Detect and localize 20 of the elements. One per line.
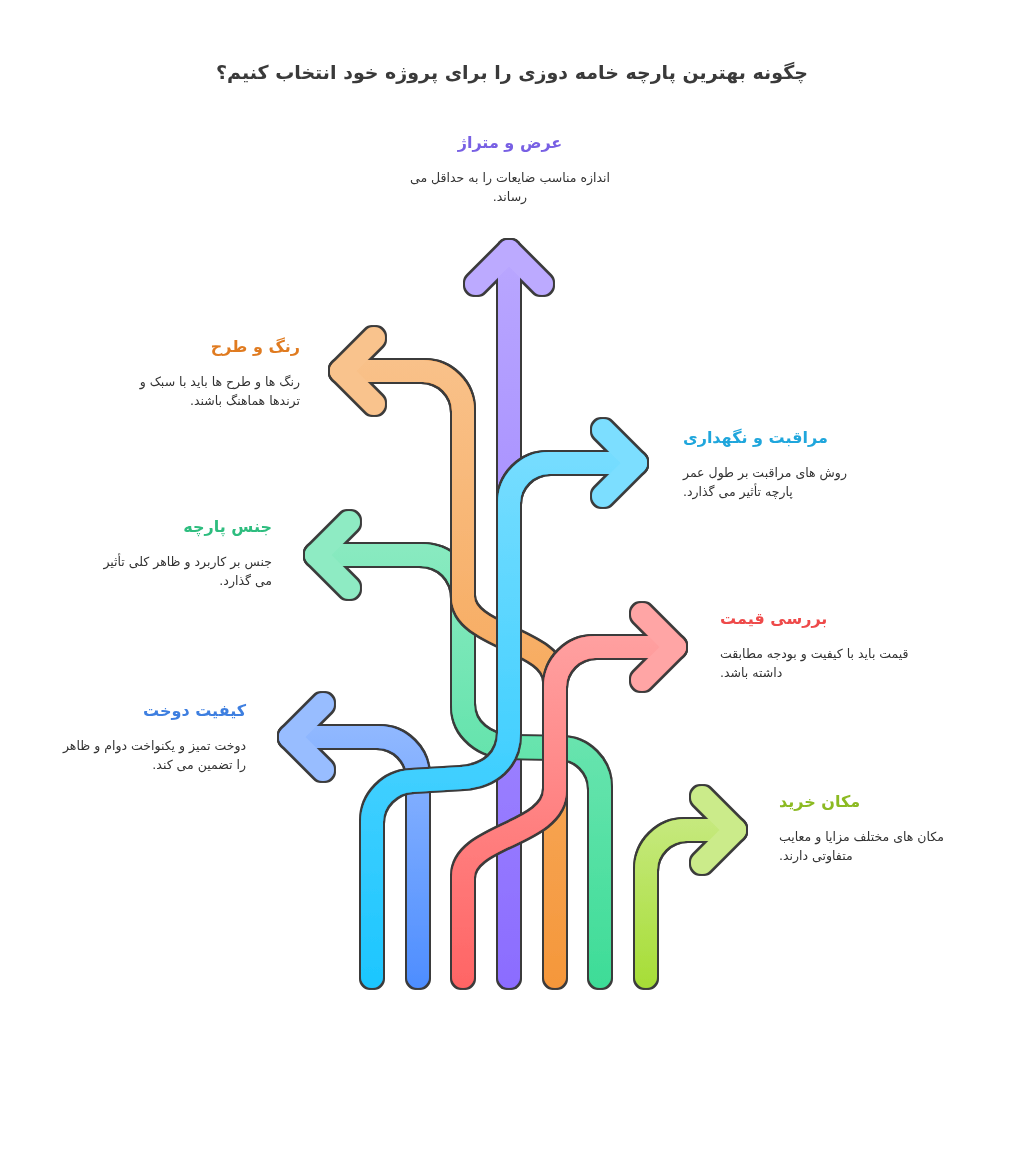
title: چگونه بهترین پارچه خامه دوزی را برای پروژه خود انتخاب کنیم؟	[216, 60, 808, 86]
arrow	[635, 786, 746, 988]
heading: بررسی قیمت	[720, 608, 828, 630]
heading: کیفیت دوخت	[143, 700, 246, 722]
description: قیمت باید با کیفیت و بودجه مطابقت داشته باشد.	[720, 645, 910, 682]
description: جنس بر کاربرد و ظاهر کلی تأثیر می گذارد.	[102, 552, 272, 590]
arrow	[361, 419, 647, 988]
description: روش های مراقبت بر طول عمر پارچه تأثیر می گذارد.	[683, 464, 848, 501]
description: اندازه مناسب ضایعات را به حداقل می رساند.	[409, 169, 611, 206]
heading: رنگ و طرح	[210, 336, 300, 358]
heading: مراقبت و نگهداری	[683, 427, 828, 449]
heading: جنس پارچه	[183, 516, 272, 539]
description: مکان های مختلف مزایا و معایب متفاوتی دارند.	[779, 828, 945, 865]
description: دوخت تمیز و یکنواخت دوام و ظاهر را تضمین می کند.	[61, 737, 246, 774]
heading: مکان خرید	[779, 791, 861, 813]
description: رنگ ها و طرح ها باید با سبک و ترندها هماهنگ باشند.	[138, 373, 300, 410]
arrow	[305, 511, 611, 988]
arrow	[279, 693, 429, 988]
heading: عرض و متراژ	[457, 132, 563, 154]
arrow	[452, 603, 686, 988]
